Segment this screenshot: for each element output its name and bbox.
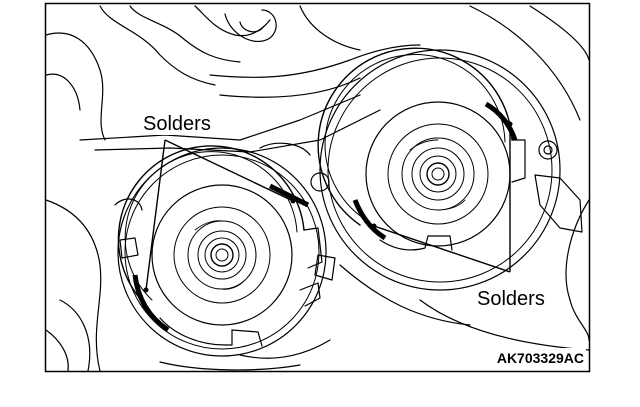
- leader-lines: [145, 124, 511, 291]
- callout-label-left: Solders: [143, 113, 211, 135]
- solder-right-top: [484, 101, 518, 141]
- solder-right-bottom: [352, 199, 387, 241]
- leader-dots: [143, 121, 513, 293]
- figure-border: [44, 2, 591, 373]
- solder-marks: [132, 101, 518, 333]
- engine-background: [45, 5, 590, 372]
- label-bg-1: [141, 111, 227, 135]
- label-bg-2: [475, 286, 563, 310]
- right-ring-assembly: [317, 47, 561, 291]
- figure-code: AK703329AC: [497, 350, 584, 366]
- code-bg: [458, 348, 586, 368]
- solder-left-top: [268, 183, 310, 208]
- left-ring-assembly: [117, 145, 327, 357]
- callout-label-right: Solders: [477, 288, 545, 310]
- solder-left-bottom: [132, 274, 170, 333]
